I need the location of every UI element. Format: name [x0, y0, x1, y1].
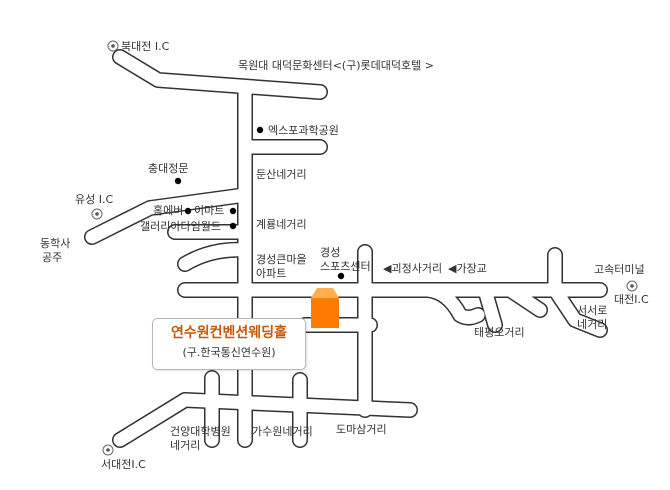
north-ic-label: 북대전 I.C	[121, 40, 170, 53]
interchange-yuseong-icon	[91, 208, 103, 220]
sports-center-label-2: 스포츠센터	[320, 260, 371, 273]
taepyeong-label: 태평오거리	[474, 326, 525, 339]
dunsan-label: 둔산네거리	[256, 168, 307, 181]
konyang-label: 건양대학병원	[170, 425, 231, 438]
venue-name: 연수원컨벤션웨딩홀	[171, 325, 287, 341]
mokwon-label: 목원대 대덕문화센터<(구)롯데대덕호텔 >	[238, 59, 434, 72]
homever-marker-icon	[184, 207, 192, 215]
homever-label: 홈에버	[153, 204, 184, 217]
donghaksa-label: 동학사	[40, 237, 71, 250]
goejeong-label: ◀괴정사거리	[383, 262, 443, 275]
seoseoro-label: 서서로	[577, 304, 608, 317]
domasam-label: 도마삼거리	[336, 423, 387, 436]
gasuwon-label: 가수원네거리	[252, 425, 313, 438]
kyungsung-apt-label: 경성큰마을	[256, 253, 307, 266]
sports-center-label: 경성	[320, 246, 341, 259]
konyang-label-2: 네거리	[170, 439, 201, 452]
chungdae-label: 충대정문	[148, 162, 189, 175]
gajang-label: ◀가장교	[448, 262, 487, 275]
emart-label: 이마트	[194, 204, 225, 217]
daejeon-ic-label: 대전I.C	[614, 293, 649, 306]
road-edges	[84, 49, 608, 448]
gyeryong-label: 계룡네거리	[256, 218, 307, 231]
expo-marker-icon	[256, 126, 264, 134]
venue-callout: 연수원컨벤션웨딩홀 (구.한국통신연수원)	[152, 318, 306, 370]
terminal-label: 고속터미널	[594, 263, 645, 276]
expo-label: 엑스포과학공원	[268, 124, 339, 137]
interchange-west-icon	[102, 444, 114, 456]
galleria-label: 갤러리아타임월드	[140, 220, 221, 233]
sports-center-marker-icon	[337, 272, 345, 280]
seoseoro-label-2: 네거리	[577, 318, 608, 331]
venue-marker-icon	[311, 288, 339, 328]
emart-marker-icon	[229, 207, 237, 215]
chungdae-marker-icon	[174, 177, 182, 185]
kyungsung-apt-label-2: 아파트	[256, 267, 287, 280]
road-fills	[85, 50, 607, 447]
yuseong-ic-label: 유성 I.C	[75, 193, 114, 206]
gongju-label: 공주	[42, 251, 63, 264]
west-ic-label: 서대전I.C	[101, 458, 146, 471]
interchange-north-icon	[107, 40, 119, 52]
interchange-daejeon-icon	[626, 280, 638, 292]
galleria-marker-icon	[229, 222, 237, 230]
venue-former-name: (구.한국통신연수원)	[182, 346, 276, 359]
